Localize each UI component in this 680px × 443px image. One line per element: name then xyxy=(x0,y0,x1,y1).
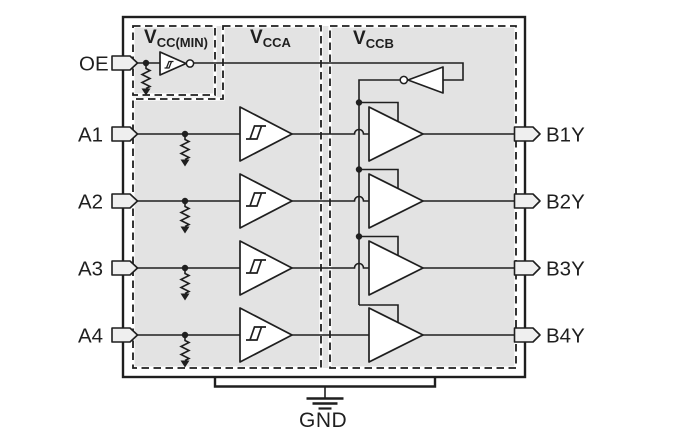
junction-dot xyxy=(355,166,363,173)
b2y-pin xyxy=(513,193,541,209)
inverter-bubble-icon xyxy=(185,59,195,68)
oe-label: OE xyxy=(79,53,109,76)
hysteresis-glyph xyxy=(246,326,266,341)
b3y-pin xyxy=(513,260,541,276)
a3-pulldown-resistor-icon xyxy=(179,268,191,301)
vcca-region-box xyxy=(131,24,323,370)
ch2-mid-wire-hop xyxy=(292,195,369,202)
ground-arrow-icon xyxy=(180,360,190,368)
junction-dot xyxy=(355,99,363,106)
oe-pin xyxy=(111,55,139,71)
channel-3-output-buffer-icon xyxy=(368,240,424,296)
a3-label: A3 xyxy=(78,258,103,281)
a2-pulldown-resistor-icon xyxy=(179,201,191,234)
junction-dot xyxy=(181,197,189,205)
b4y-pin xyxy=(513,327,541,343)
channel-4-output-buffer-icon xyxy=(368,307,424,363)
ground-arrow-icon xyxy=(180,293,190,301)
a1-pin xyxy=(111,126,139,142)
junction-dot xyxy=(142,59,150,67)
b1y-label: B1Y xyxy=(546,124,585,147)
a2-pin xyxy=(111,193,139,209)
a4-pin xyxy=(111,327,139,343)
channel-1-output-buffer-icon xyxy=(368,106,424,162)
a1-label: A1 xyxy=(78,124,103,147)
a2-label: A2 xyxy=(78,191,103,214)
gnd-label: GND xyxy=(299,409,347,432)
hysteresis-glyph xyxy=(246,259,266,274)
enable-branch-1 xyxy=(359,101,399,122)
channel-4-schmitt-buffer-icon xyxy=(239,307,293,363)
a3-pin xyxy=(111,260,139,276)
a1-pulldown-resistor-icon xyxy=(179,134,191,167)
oe-pulldown-resistor-icon xyxy=(140,63,152,96)
ground-symbol xyxy=(306,386,344,410)
channel-3-schmitt-buffer-icon xyxy=(239,240,293,296)
a4-label: A4 xyxy=(78,325,103,348)
b2y-label: B2Y xyxy=(546,191,585,214)
ch1-mid-wire-hop xyxy=(292,128,369,135)
enable-branch-2 xyxy=(359,168,399,189)
vccb-region-box xyxy=(328,24,518,370)
vcc-min-label: VCC(MIN) xyxy=(144,27,208,50)
channel-2-output-buffer-icon xyxy=(368,173,424,229)
ground-arrow-icon xyxy=(141,88,151,96)
shaded-region xyxy=(133,26,516,368)
junction-dot xyxy=(181,130,189,138)
vcc-min-region-box xyxy=(131,24,217,97)
b3y-label: B3Y xyxy=(546,258,585,281)
junction-dots xyxy=(142,59,363,339)
channel-1-schmitt-buffer-icon xyxy=(239,106,293,162)
b1y-pin xyxy=(513,126,541,142)
oe-cross-wire xyxy=(194,62,464,81)
ground-arrow-icon xyxy=(180,226,190,234)
oe-enable-net xyxy=(137,62,464,323)
channel-2-schmitt-buffer-icon xyxy=(239,173,293,229)
junction-dot xyxy=(355,233,363,240)
oe-schmitt-inverter-icon xyxy=(159,51,195,76)
junction-dot xyxy=(181,331,189,339)
junction-dot xyxy=(181,264,189,272)
a4-pulldown-resistor-icon xyxy=(179,335,191,368)
ground-arrow-icon xyxy=(180,159,190,167)
hysteresis-glyph xyxy=(246,125,266,140)
b4y-label: B4Y xyxy=(546,325,585,348)
inverter-bubble-icon xyxy=(399,75,409,85)
enable-branch-3 xyxy=(359,235,399,256)
vcca-label: VCCA xyxy=(250,27,291,50)
vccb-inverter-icon xyxy=(399,66,444,94)
hysteresis-glyph xyxy=(246,192,266,207)
hysteresis-glyph xyxy=(164,60,174,69)
enable-branch-4 xyxy=(359,304,399,323)
channel-wires xyxy=(137,128,515,336)
enable-rail xyxy=(358,79,400,305)
ch3-mid-wire-hop xyxy=(292,262,369,269)
vccb-label: VCCB xyxy=(353,28,394,51)
ground-tab xyxy=(213,377,437,388)
